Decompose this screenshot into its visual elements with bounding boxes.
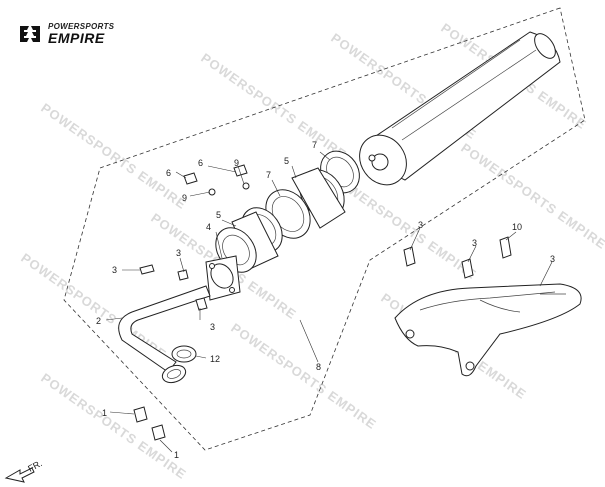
- callout-label: 1: [174, 450, 179, 460]
- callout-label: 2: [96, 316, 101, 326]
- callout-label: 6: [198, 158, 203, 168]
- callout-label: 12: [210, 354, 220, 364]
- callout-label: 9: [234, 158, 239, 168]
- exhaust-pipe: [118, 285, 211, 384]
- watermark-text: POWERSPORTS EMPIRE: [38, 370, 189, 482]
- watermark-text: POWERSPORTS EMPIRE: [198, 50, 349, 162]
- callout-label: 1: [102, 408, 107, 418]
- callout-label: 5: [216, 210, 221, 220]
- callout-label: 3: [176, 248, 181, 258]
- brand-logo: POWERSPORTS EMPIRE: [18, 22, 114, 45]
- leader-lines: [105, 151, 553, 453]
- callout-label: 3: [418, 220, 423, 230]
- muffler: [359, 31, 561, 186]
- bolts: [133, 164, 250, 441]
- assembly-boundary: [63, 7, 586, 451]
- front-direction-label: FR.: [26, 458, 43, 474]
- watermark-text: POWERSPORTS EMPIRE: [458, 140, 605, 252]
- callout-label: 7: [312, 140, 317, 150]
- callout-label: 7: [266, 170, 271, 180]
- callout-label: 9: [182, 193, 187, 203]
- watermark-text: POWERSPORTS EMPIRE: [228, 320, 379, 432]
- front-direction-arrow: FR.: [4, 458, 44, 483]
- callout-label: 6: [166, 168, 171, 178]
- callout-label: 3: [472, 238, 477, 248]
- callout-label: 3: [550, 254, 555, 264]
- brand-emblem-icon: [20, 25, 40, 42]
- callout-label: 3: [112, 265, 117, 275]
- mounting-bracket: [394, 236, 582, 377]
- callout-label: 4: [206, 222, 211, 232]
- gasket-ring: [171, 345, 197, 363]
- watermark-text: POWERSPORTS EMPIRE: [38, 100, 189, 212]
- header-flange: [205, 255, 241, 301]
- callout-label: 8: [316, 362, 321, 372]
- callout-label: 3: [210, 322, 215, 332]
- callout-label: 5: [284, 156, 289, 166]
- brand-top-text: POWERSPORTS: [48, 22, 115, 31]
- callout-labels: 1 1 2 3 3 3 3 3 3 4 5 5 6 6 7 7 8 9 9 10…: [96, 140, 555, 460]
- callout-label: 10: [512, 222, 522, 232]
- brand-main-text: EMPIRE: [48, 30, 105, 46]
